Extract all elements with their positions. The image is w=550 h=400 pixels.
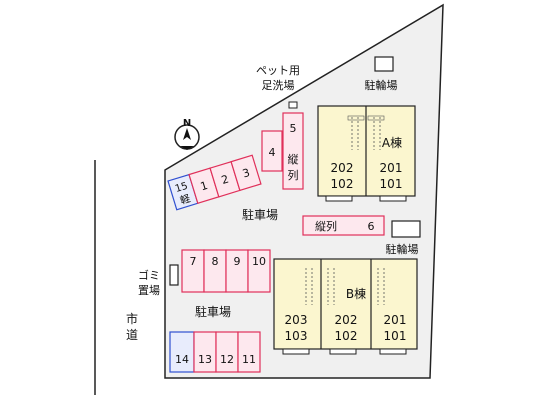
garbage-area-label-1: ゴミ	[138, 268, 160, 282]
north-label: N	[183, 118, 191, 129]
building-b-unit-101: 101	[384, 329, 407, 343]
bike-parking-mid-label: 駐輪場	[386, 242, 419, 256]
building-b: B棟 203 103 202 102 201 101	[273, 258, 418, 355]
parking-row-middle: 7 8 9 10	[181, 249, 271, 293]
parking-space-3	[230, 154, 262, 192]
building-a-unit-202: 202	[331, 161, 354, 175]
parking-space-13-num: 13	[198, 353, 212, 366]
parking-space-8-num: 8	[212, 255, 219, 268]
parking-space-2-num: 2	[220, 173, 230, 187]
garbage-area-label-2: 置場	[138, 284, 160, 297]
parking-space-5-num: 5	[290, 122, 297, 135]
parking-space-15-kei: 軽	[179, 193, 192, 207]
building-a-unit-101: 101	[380, 177, 403, 191]
parking-space-7-num: 7	[190, 255, 197, 268]
parking-row-bottom: 14 13 12 11	[169, 331, 261, 373]
parking-space-15-num: 15	[174, 181, 189, 195]
building-b-unit-203: 203	[285, 313, 308, 327]
bike-parking-top-icon	[374, 56, 394, 72]
building-a-unit-102: 102	[331, 177, 354, 191]
parking-space-9-num: 9	[234, 255, 241, 268]
parking-space-10-num: 10	[252, 255, 266, 268]
pet-wash-label-2: 足洗場	[262, 79, 295, 92]
parking-space-11-num: 11	[242, 353, 256, 366]
parking-space-12-num: 12	[220, 353, 234, 366]
parking-space-10	[247, 249, 271, 293]
parking-space-1-num: 1	[199, 179, 209, 193]
building-b-unit-102: 102	[335, 329, 358, 343]
bike-parking-mid-icon	[391, 220, 421, 238]
building-a-unit-201: 201	[380, 161, 403, 175]
building-b-unit-202: 202	[335, 313, 358, 327]
parking-space-14-num: 14	[175, 353, 189, 366]
city-road-label-2: 道	[126, 328, 138, 342]
city-road-label-1: 市	[126, 311, 138, 326]
pet-wash-icon	[288, 101, 298, 109]
parking-space-13	[193, 331, 217, 373]
parking-space-5-label-1: 縦	[288, 153, 299, 166]
parking-area-label-1: 駐車場	[242, 207, 278, 222]
parking-space-11	[237, 331, 261, 373]
parking-space-14	[169, 331, 195, 373]
building-b-unit-201: 201	[384, 313, 407, 327]
parking-row-top: 15 軽 1 2 3	[167, 154, 262, 211]
parking-space-6-tandem	[302, 215, 385, 236]
building-b-unit-103: 103	[285, 329, 308, 343]
bike-parking-top-label: 駐輪場	[365, 78, 398, 92]
parking-space-6-label: 縦列	[315, 219, 337, 233]
garbage-area-icon	[169, 264, 179, 286]
parking-space-3-num: 3	[241, 166, 251, 180]
parking-space-4-num: 4	[269, 146, 276, 159]
pet-wash-label-1: ペット用	[256, 64, 300, 77]
parking-space-4	[261, 130, 283, 172]
parking-space-12	[215, 331, 239, 373]
building-a: A棟 202 102 201 101	[317, 105, 416, 202]
parking-space-5-label-2: 列	[288, 168, 299, 182]
parking-area-label-2: 駐車場	[195, 304, 231, 319]
building-b-name: B棟	[346, 286, 366, 301]
north-compass-icon: N	[174, 118, 200, 150]
parking-space-5-tandem	[282, 112, 304, 190]
building-a-name: A棟	[382, 135, 402, 150]
parking-space-6-num: 6	[368, 220, 375, 233]
